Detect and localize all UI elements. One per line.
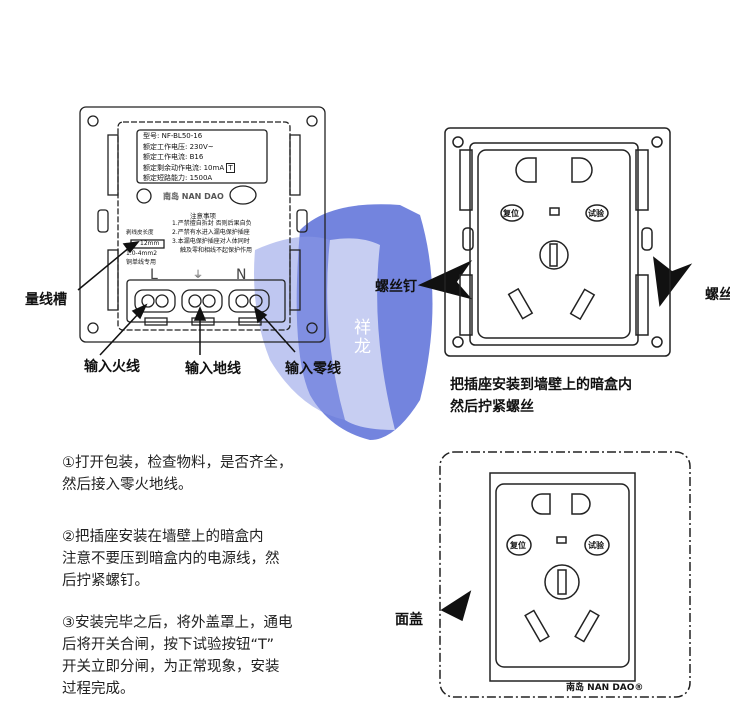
wire-size: 1.0-4mm2 — [126, 250, 158, 257]
spec-label: 额定剩余动作电流 — [143, 163, 199, 172]
install-instruction-1: 把插座安装到墙壁上的暗盒内 — [450, 377, 632, 393]
spec-value: 230V~ — [189, 142, 214, 151]
ground-input-label: 输入地线 — [185, 361, 241, 377]
module-brand: 南岛 NAN DAO — [163, 192, 224, 201]
spec-value: NF-BL50-16 — [161, 132, 203, 140]
cover-reset-button[interactable]: 复位 — [510, 541, 526, 550]
live-input-label: 输入火线 — [84, 359, 140, 375]
spec-value: 1500A — [189, 174, 213, 182]
screw-label: 螺丝 — [705, 287, 730, 303]
notice-title: 注意事项 — [190, 212, 216, 220]
spec-label: 额定工作电流 — [143, 153, 185, 161]
terminal-n: N — [236, 267, 247, 283]
spec-value: 10mA — [203, 163, 225, 172]
reset-button[interactable]: 复位 — [503, 209, 519, 218]
screw-nail-label: 螺丝钉 — [375, 279, 417, 295]
terminal-l: L — [150, 267, 158, 283]
test-button[interactable]: 试验 — [588, 209, 604, 218]
spec-label: 额定短路能力 — [143, 174, 185, 182]
wire-slot-label: 量线槽 — [25, 292, 67, 308]
cover-test-button[interactable]: 试验 — [588, 541, 604, 550]
step-1: ①打开包装，检查物料，是否齐全，然后接入零火地线。 — [62, 455, 293, 493]
strip-length: 12mm — [140, 240, 160, 247]
spec-label: 型号 — [143, 132, 157, 140]
spec-label: 额定工作电压 — [143, 142, 185, 151]
step-2: ②把插座安装在墙壁上的暗盒内注意不要压到暗盒内的电源线，然后拧紧螺钉。 — [62, 529, 280, 589]
cover-brand: 南岛 NAN DAO® — [566, 683, 644, 693]
rating-badge: T — [226, 162, 235, 173]
spec-label-panel: 型号: NF-BL50-16 额定工作电压: 230V~ 额定工作电流: B16… — [143, 132, 235, 182]
wire-type: 铜单线专用 — [126, 259, 157, 266]
step-3: ③安装完毕之后，将外盖罩上，通电后将开关合闸，按下试验按钮“T”开关立即分闸，为… — [62, 615, 293, 697]
spec-value: B16 — [189, 153, 204, 161]
strip-label: 剥线皮长度 — [126, 230, 154, 236]
watermark-text: 祥龙 — [350, 318, 370, 356]
install-instruction-2: 然后拧紧螺丝 — [450, 399, 534, 415]
cover-label: 面盖 — [395, 612, 423, 628]
neutral-input-label: 输入零线 — [285, 361, 341, 377]
ground-icon: ⏚ — [193, 270, 203, 281]
